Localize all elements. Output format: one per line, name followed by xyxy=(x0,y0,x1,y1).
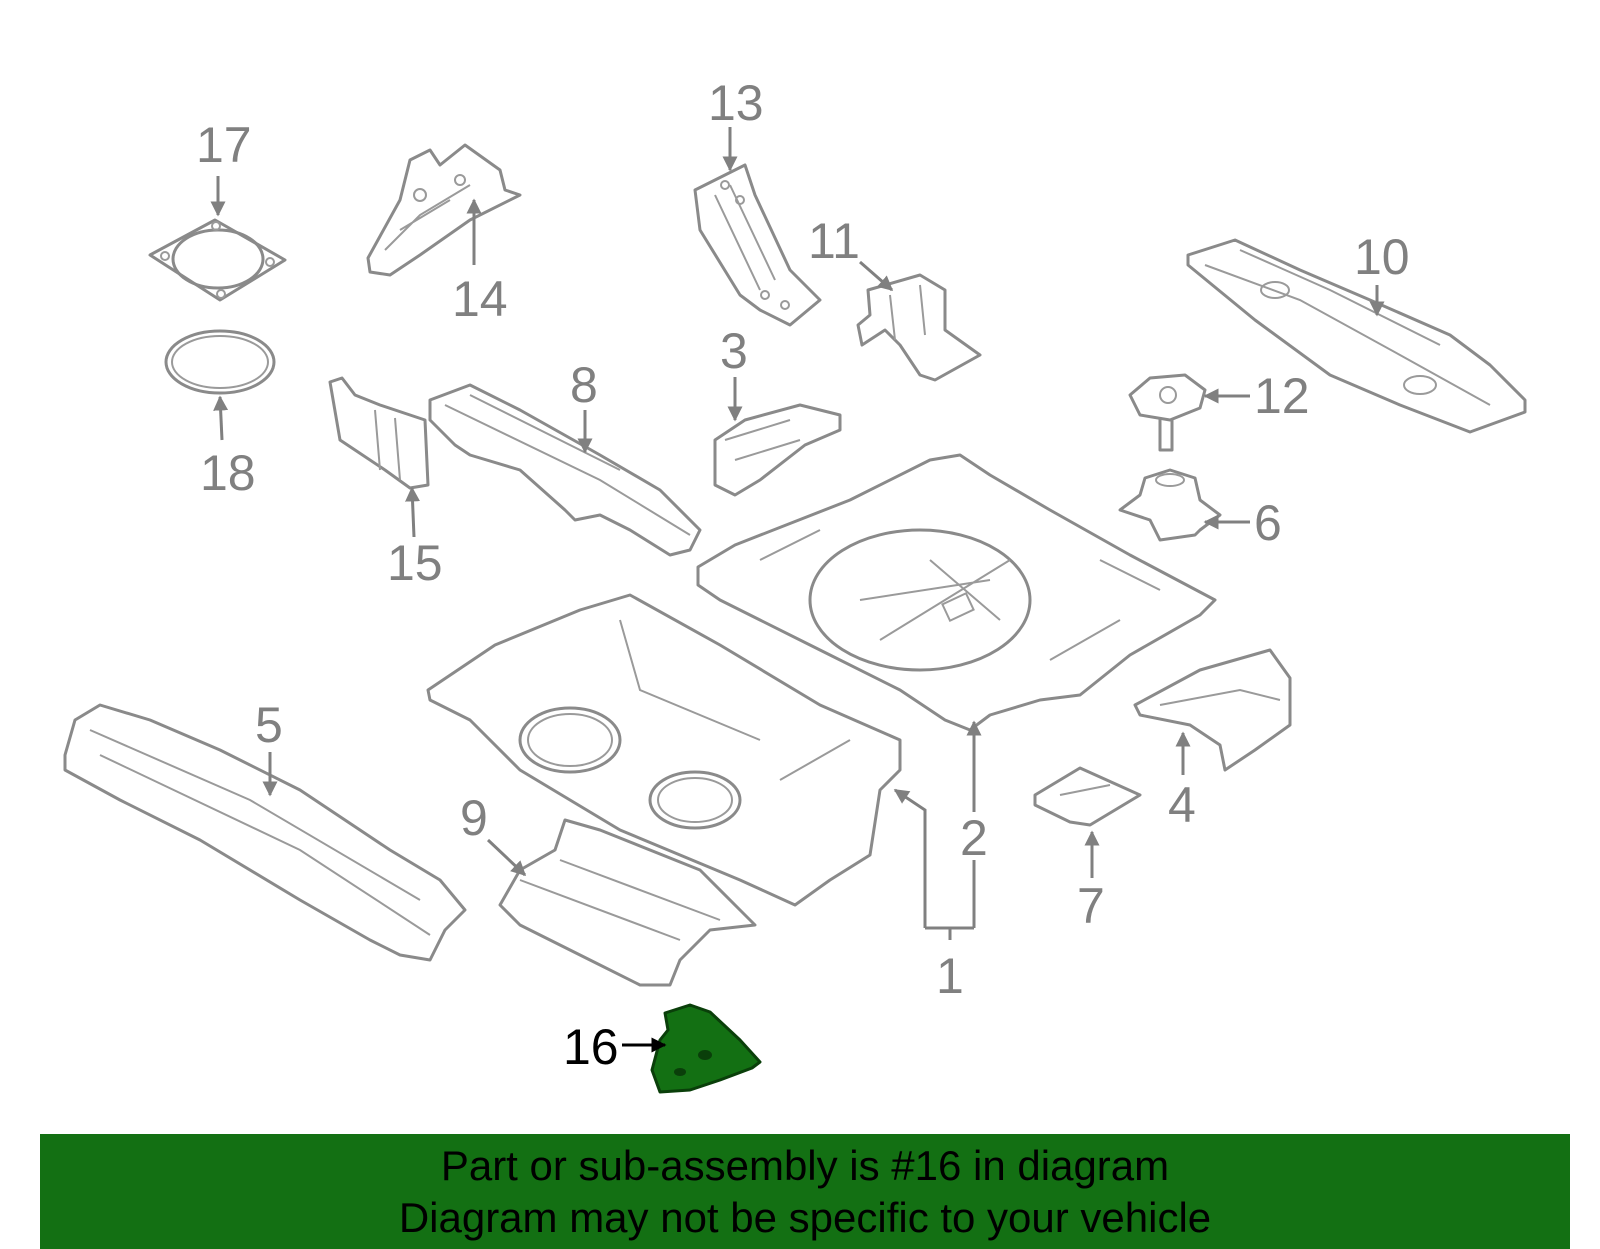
part-12-mount xyxy=(1128,373,1207,452)
callout-3: 3 xyxy=(720,323,748,379)
callout-4: 4 xyxy=(1168,777,1196,833)
callout-13: 13 xyxy=(708,75,764,131)
callout-7: 7 xyxy=(1077,878,1105,934)
part-10-cross-member xyxy=(1186,238,1527,434)
callout-14: 14 xyxy=(452,271,508,327)
part-18-ring-seal xyxy=(164,329,276,395)
banner-line-disclaimer: Diagram may not be specific to your vehi… xyxy=(398,1194,1212,1241)
part-3-bracket xyxy=(713,403,842,497)
part-4-side-panel xyxy=(1133,648,1292,772)
callout-2: 2 xyxy=(960,810,988,866)
part-9-rear-panel xyxy=(498,818,757,987)
info-banner: Part or sub-assembly is #16 in diagram D… xyxy=(40,1134,1570,1249)
part-11-bracket xyxy=(856,273,982,382)
callout-17: 17 xyxy=(196,117,252,173)
callout-18: 18 xyxy=(200,445,256,501)
callout-1: 1 xyxy=(936,948,964,1004)
callout-6: 6 xyxy=(1254,495,1282,551)
callout-12: 12 xyxy=(1254,368,1310,424)
part-7-plate xyxy=(1033,766,1142,827)
callout-16: 16 xyxy=(563,1019,619,1075)
callout-11: 11 xyxy=(808,213,860,269)
part-17-gasket xyxy=(148,218,287,302)
part-14-bracket xyxy=(366,143,522,277)
part-5-side-rail xyxy=(63,703,467,962)
callout-10: 10 xyxy=(1354,229,1410,285)
part-1-front-floor-pan xyxy=(426,593,902,907)
part-6-mount xyxy=(1118,468,1222,542)
part-13-bracket xyxy=(693,163,822,327)
part-16-bracket-highlighted xyxy=(650,1003,762,1094)
part-2-rear-floor-pan xyxy=(696,453,1217,732)
callout-5: 5 xyxy=(255,697,283,753)
callout-9: 9 xyxy=(460,790,488,846)
banner-line-part-number: Part or sub-assembly is #16 in diagram xyxy=(440,1142,1170,1189)
callout-8: 8 xyxy=(570,357,598,413)
part-8-rail xyxy=(428,383,702,557)
callout-15: 15 xyxy=(387,535,443,591)
part-15-bracket xyxy=(328,376,430,490)
